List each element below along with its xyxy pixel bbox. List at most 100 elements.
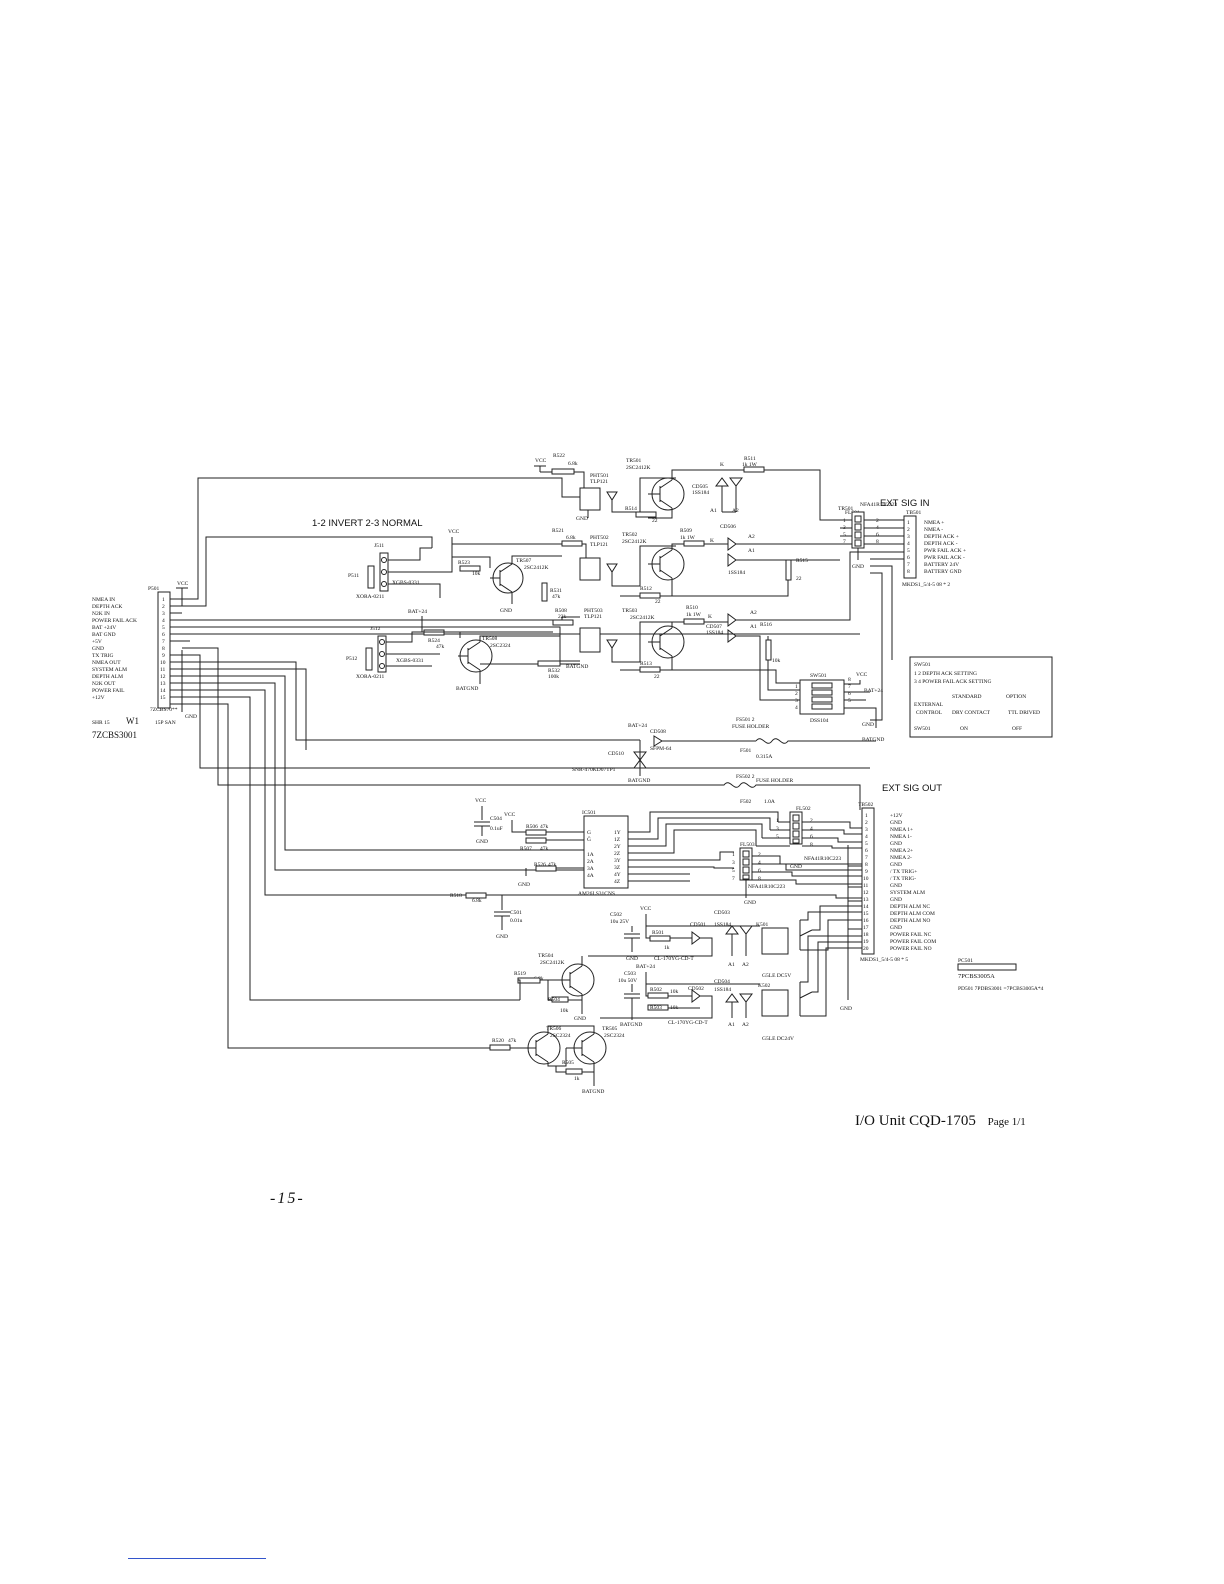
svg-text:FS501 2: FS501 2 [736, 717, 755, 723]
svg-text:SW501: SW501 [914, 726, 931, 732]
svg-text:1SS184: 1SS184 [714, 922, 731, 928]
svg-text:A2: A2 [742, 1022, 749, 1028]
svg-text:GND: GND [496, 934, 508, 940]
svg-text:GND: GND [890, 841, 902, 847]
svg-text:POWER FAIL COM: POWER FAIL COM [890, 939, 936, 945]
svg-text:TB502: TB502 [858, 802, 874, 808]
svg-text:PWR FAIL ACK +: PWR FAIL ACK + [924, 548, 966, 554]
svg-text:4Z: 4Z [614, 879, 621, 885]
svg-text:CD501: CD501 [690, 922, 706, 928]
svg-text:NFA41R10C223: NFA41R10C223 [804, 856, 841, 862]
svg-text:4Y: 4Y [614, 872, 621, 878]
svg-text:+12V: +12V [92, 695, 105, 701]
fuse-fs502: FS502 2 FUSE HOLDER F502 1.0A [700, 774, 861, 810]
svg-text:BAT GND: BAT GND [92, 632, 116, 638]
svg-text:TR506: TR506 [546, 1026, 562, 1032]
svg-text:8: 8 [162, 646, 165, 652]
svg-text:CD505: CD505 [692, 484, 708, 490]
terminal-tb501: EXT SIG IN TB501 1 2 3 4 5 6 7 8 NMEA + … [870, 498, 966, 721]
svg-text:6: 6 [810, 834, 813, 840]
svg-text:7: 7 [865, 855, 868, 861]
svg-text:2: 2 [907, 527, 910, 533]
svg-text:14: 14 [863, 904, 869, 910]
svg-text:2: 2 [876, 518, 879, 524]
filter-fl503: FL503 1 3 5 7 2 4 6 8 GND NFA41R10C223 G… [732, 842, 862, 906]
svg-text:SYSTEM ALM: SYSTEM ALM [92, 667, 127, 673]
cable-part: 7ZCBS3001 [92, 730, 137, 740]
svg-text:0.01u: 0.01u [510, 918, 523, 924]
svg-text:CD503: CD503 [714, 910, 730, 916]
svg-text:3A: 3A [587, 866, 594, 872]
svg-text:47k: 47k [436, 644, 445, 650]
svg-text:NMEA -: NMEA - [924, 527, 943, 533]
svg-text:G: G [587, 830, 591, 836]
svg-text:8: 8 [848, 677, 851, 683]
svg-text:GND: GND [518, 882, 530, 888]
channel-tr501: VCC R522 6.8k PHT501 TLP121 GND TR501 2S… [534, 453, 840, 524]
svg-text:FUSE HOLDER: FUSE HOLDER [756, 778, 793, 784]
svg-text:6: 6 [162, 632, 165, 638]
tb501-pin-numbers: 1 2 3 4 5 6 7 8 [907, 520, 910, 575]
tb502-signal-labels: +12V GND NMEA 1+ NMEA 1- GND NMEA 2+ NME… [890, 813, 936, 952]
svg-text:10k: 10k [772, 658, 781, 664]
svg-text:A2: A2 [732, 508, 739, 514]
page-number: -15- [270, 1190, 305, 1207]
svg-text:A2: A2 [750, 610, 757, 616]
svg-text:XGBS-0331: XGBS-0331 [392, 580, 420, 586]
svg-text:20: 20 [863, 946, 869, 952]
svg-text:OFF: OFF [1012, 726, 1022, 732]
svg-text:FL503: FL503 [740, 842, 755, 848]
svg-text:6: 6 [848, 691, 851, 697]
svg-text:1Y: 1Y [614, 830, 621, 836]
terminal-tb502: TB502 1 2 3 4 5 6 7 8 9 10 11 12 13 14 1… [460, 802, 936, 1012]
jumper-j512: J512 P512 XORA-0211 XGBS-0331 R524 47k T… [346, 626, 588, 692]
power-input: BAT+24 CD508 SFPM-64 FS501 2 FUSE HOLDER… [306, 717, 876, 784]
svg-text:10: 10 [863, 876, 869, 882]
svg-text:1k: 1k [664, 945, 670, 951]
svg-text:A1: A1 [710, 508, 717, 514]
svg-text:GND: GND [862, 722, 874, 728]
svg-text:TLP121: TLP121 [590, 542, 608, 548]
svg-text:1: 1 [865, 813, 868, 819]
svg-text:2: 2 [865, 820, 868, 826]
svg-text:MKDS1_5/4-5 08 * 2: MKDS1_5/4-5 08 * 2 [902, 582, 950, 588]
svg-text:DEPTH ALM NO: DEPTH ALM NO [890, 918, 930, 924]
svg-text:3: 3 [162, 611, 165, 617]
svg-text:+12V: +12V [890, 813, 903, 819]
svg-text:1 2 DEPTH ACK SETTING: 1 2 DEPTH ACK SETTING [914, 671, 977, 677]
svg-text:BATTERY GND: BATTERY GND [924, 569, 962, 575]
svg-text:1k 1W: 1k 1W [680, 535, 696, 541]
svg-text:8: 8 [758, 876, 761, 882]
svg-text:A2: A2 [742, 962, 749, 968]
svg-text:1Z: 1Z [614, 837, 621, 843]
svg-text:5: 5 [848, 698, 851, 704]
svg-text:2: 2 [162, 604, 165, 610]
svg-text:R532: R532 [548, 668, 560, 674]
svg-text:BAT+24: BAT+24 [864, 688, 883, 694]
svg-text:4: 4 [865, 834, 868, 840]
svg-text:15: 15 [160, 695, 166, 701]
svg-text:4: 4 [162, 618, 165, 624]
svg-text:A1: A1 [748, 548, 755, 554]
svg-text:2: 2 [810, 818, 813, 824]
svg-text:BATGND: BATGND [628, 778, 650, 784]
svg-text:GND: GND [890, 862, 902, 868]
svg-text:PWR FAIL ACK -: PWR FAIL ACK - [924, 555, 965, 561]
p501-signal-labels: NMEA IN DEPTH ACK N2K IN POWER FAIL ACK … [92, 597, 137, 701]
svg-text:C503: C503 [624, 971, 636, 977]
svg-text:6.8k: 6.8k [566, 535, 576, 541]
r518-c501: R518 6.8k C501 0.01u GND [450, 892, 523, 940]
svg-text:G5LE DC5V: G5LE DC5V [762, 973, 791, 979]
svg-text:POWER FAIL ACK: POWER FAIL ACK [92, 618, 137, 624]
tb501-signal-labels: NMEA + NMEA - DEPTH ACK + DEPTH ACK - PW… [924, 520, 966, 575]
svg-text:2SC2412K: 2SC2412K [540, 960, 564, 966]
svg-text:GND: GND [574, 1016, 586, 1022]
svg-text:GND: GND [840, 1006, 852, 1012]
svg-text:SNR-470KD07TP1: SNR-470KD07TP1 [572, 767, 616, 773]
svg-text:FS502 2: FS502 2 [736, 774, 755, 780]
svg-text:1.0A: 1.0A [764, 799, 775, 805]
svg-text:11: 11 [863, 883, 869, 889]
svg-text:GND: GND [852, 564, 864, 570]
svg-text:6.8k: 6.8k [568, 461, 578, 467]
svg-text:DSS104: DSS104 [810, 718, 829, 724]
